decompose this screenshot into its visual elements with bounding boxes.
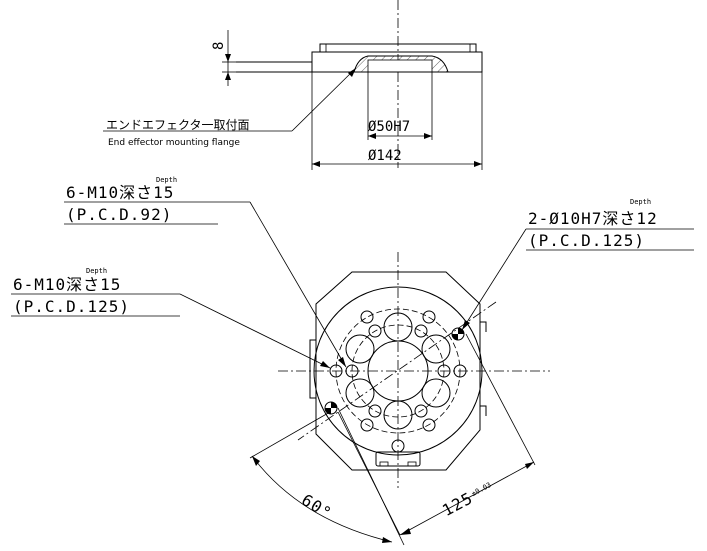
flange-label-jp: エンドエフェクタ一取付面 <box>106 118 250 132</box>
pcd-dimension: 125 ±0.03 <box>337 333 536 536</box>
angle-label: 60° <box>298 490 335 523</box>
flange-step <box>319 43 477 52</box>
callout-pin-pcd125: Depth 2-Ø10H7深さ12 (P.C.D.125) <box>461 198 694 331</box>
flange-outline <box>315 271 481 471</box>
callout-pin-line2: (P.C.D.125) <box>528 231 645 250</box>
callout-tap-pcd125-line1: 6-M10深さ15 <box>13 275 121 294</box>
callout-tap-pcd92-line2: (P.C.D.92) <box>66 205 172 224</box>
front-view <box>278 252 550 546</box>
outer-dimension-label: Ø142 <box>368 148 402 164</box>
flange-label-en: End effector mounting flange <box>108 138 240 148</box>
side-view: 8 Ø50H7 Ø142 エンドエフェクタ一取付面 End effector m… <box>103 0 483 170</box>
bore-dimension-label: Ø50H7 <box>368 119 410 135</box>
pcd-dimension-tolerance: ±0.03 <box>470 481 492 498</box>
callout-tap-pcd92-line1: 6-M10深さ15 <box>66 183 174 202</box>
callout-tap-pcd125-line2: (P.C.D.125) <box>13 297 130 316</box>
thickness-label: 8 <box>211 42 227 50</box>
callout-tap-pcd92: Depth 6-M10深さ15 (P.C.D.92) <box>64 176 347 368</box>
callout-pin-depth: Depth <box>630 198 651 206</box>
callout-tap-pcd125-depth: Depth <box>86 267 107 275</box>
callout-tap-pcd92-depth: Depth <box>156 176 177 184</box>
callout-tap-pcd125: Depth 6-M10深さ15 (P.C.D.125) <box>11 267 331 369</box>
callout-pin-line1: 2-Ø10H7深さ12 <box>528 209 658 228</box>
